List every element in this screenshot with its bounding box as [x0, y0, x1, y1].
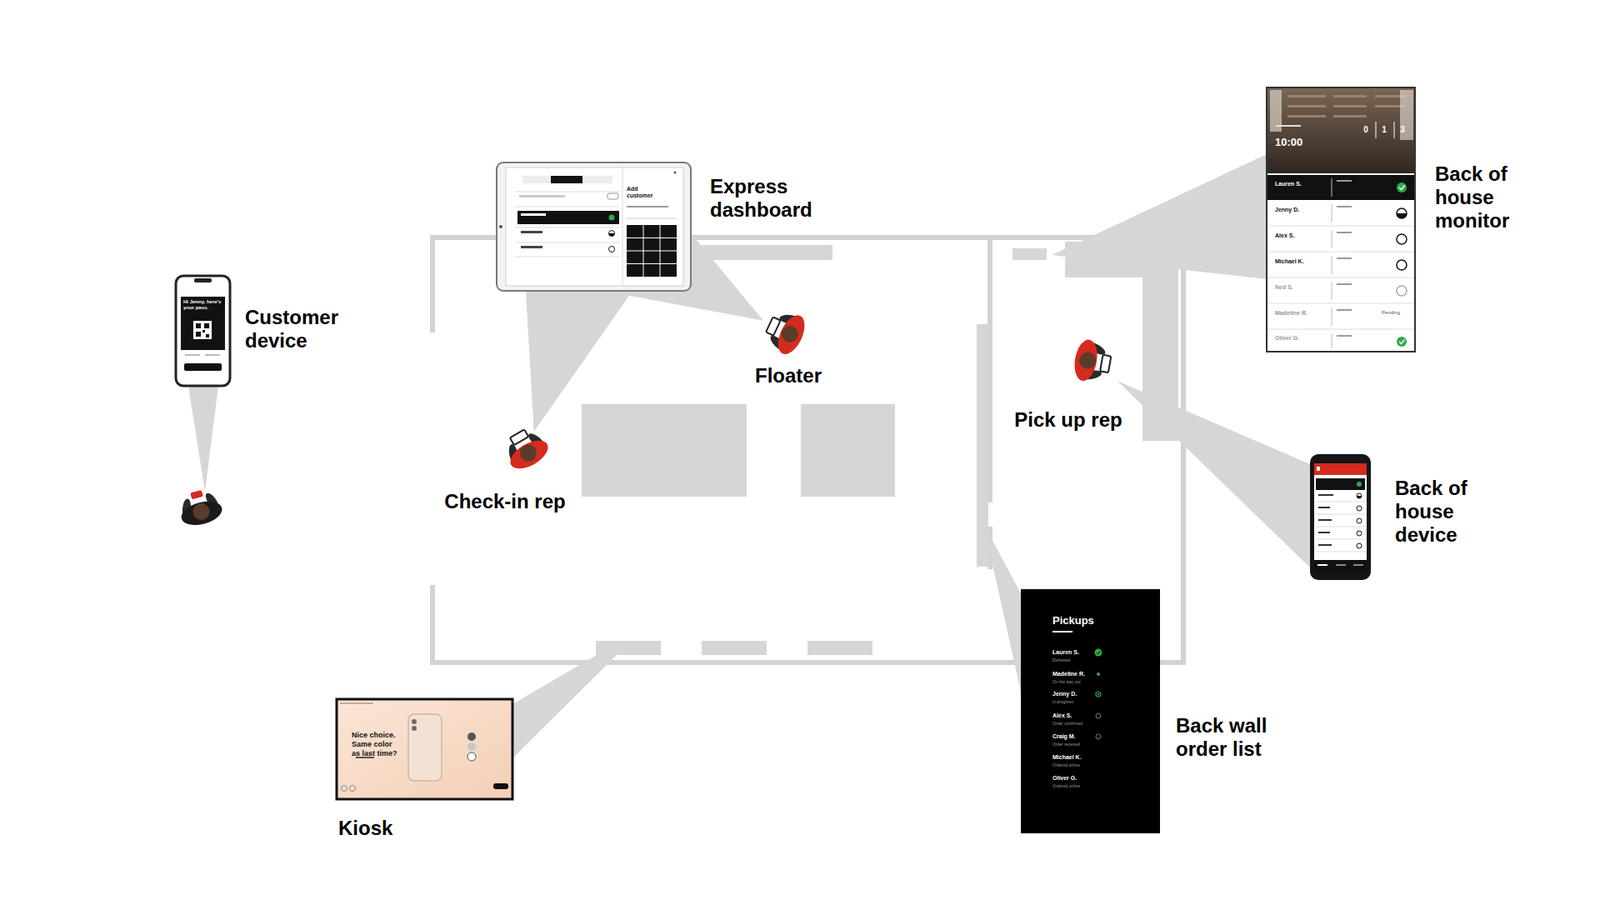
order-name: Lauren S.: [1275, 180, 1334, 188]
order-name: Madeline R.: [1052, 670, 1120, 678]
kiosk-illustration: [336, 699, 513, 800]
display-table: [800, 404, 895, 497]
order-status: Ordered online: [1052, 783, 1120, 789]
person-label: Pick up rep: [1001, 408, 1135, 432]
device-label: Back of house monitor: [1435, 162, 1519, 233]
order-name: Alex S.: [1052, 712, 1120, 720]
order-status: Delivered: [1052, 657, 1120, 663]
order-status: Order received: [1052, 741, 1120, 747]
order-status: Pending: [1381, 310, 1410, 316]
screen-heading: Nice choice. Same color as last time?: [351, 730, 400, 759]
view-cone: [1051, 154, 1267, 280]
person-label: Floater: [746, 364, 830, 388]
monitor-illustration: [1266, 87, 1415, 352]
person: Check-in rep: [501, 431, 554, 472]
person-label: Check-in rep: [438, 490, 572, 514]
list-title: Pickups: [1052, 614, 1136, 628]
display-illustration: [1020, 589, 1160, 834]
clock-time: 10:00: [1275, 135, 1325, 150]
phone: Customer deviceHi Jenny, here's your pas…: [175, 275, 230, 386]
counter-number: 3: [1396, 125, 1409, 135]
shelf: [1012, 248, 1047, 260]
person: Floater: [763, 314, 814, 353]
view-cone: [188, 385, 219, 492]
display: Back wall order listPickupsLauren S.Deli…: [1020, 589, 1160, 834]
order-name: Lauren S.: [1052, 649, 1120, 656]
counter-number: 1: [1378, 125, 1390, 135]
wall-display: [807, 640, 873, 655]
customer-figure: [175, 485, 225, 530]
order-name: Craig M.: [1052, 733, 1120, 740]
view-cone: [525, 290, 633, 432]
order-name: Alex S.: [1275, 232, 1334, 240]
order-name: Oliver G.: [1052, 775, 1120, 782]
person: Pick up rep: [1059, 341, 1120, 381]
view-cone: [1117, 380, 1310, 568]
device-label: Kiosk: [338, 816, 422, 840]
view-cone-shape: [1117, 380, 1310, 568]
tablet: Express dashboardAdd customer: [496, 162, 691, 291]
order-name: Ned S.: [1275, 284, 1334, 291]
rep-figure: [1071, 337, 1114, 385]
screen-heading: Add customer: [626, 185, 665, 200]
device-label: Back wall order list: [1175, 714, 1276, 761]
wall-display: [701, 640, 767, 655]
wall-display: [595, 640, 661, 655]
kiosk: KioskNice choice. Same color as last tim…: [336, 699, 513, 800]
device-label: Express dashboard: [710, 175, 827, 222]
screen-text: Hi Jenny, here's your pass.: [183, 299, 222, 311]
phone-illustration: [1310, 454, 1371, 580]
order-name: Michael K.: [1275, 258, 1334, 265]
counter-number: 0: [1360, 125, 1372, 135]
tablet-illustration: [496, 162, 691, 291]
wall-display: [691, 245, 833, 260]
rep-figure: [499, 423, 553, 475]
monitor: Back of house monitor10:00013Lauren S.Je…: [1266, 87, 1415, 352]
order-name: Jenny D.: [1052, 690, 1120, 698]
view-cone-shape: [525, 290, 633, 432]
device-label: Back of house device: [1395, 476, 1479, 547]
order-status: Order confirmed: [1052, 720, 1120, 726]
order-status: In progress: [1052, 699, 1120, 705]
order-status: On the way out: [1052, 679, 1120, 685]
order-name: Madeline R.: [1275, 310, 1334, 317]
view-cone: [983, 523, 1021, 692]
order-status: Ordered online: [1052, 762, 1120, 768]
order-name: Jenny D.: [1275, 206, 1334, 214]
order-name: Oliver G.: [1275, 335, 1334, 342]
view-cone: [512, 655, 617, 759]
rep-figure: [760, 305, 810, 359]
order-name: Michael K.: [1052, 754, 1120, 761]
display-table: [581, 404, 747, 497]
device-label: Customer device: [245, 305, 350, 353]
phone: Back of house device: [1310, 454, 1371, 580]
phone-illustration: [175, 275, 230, 386]
